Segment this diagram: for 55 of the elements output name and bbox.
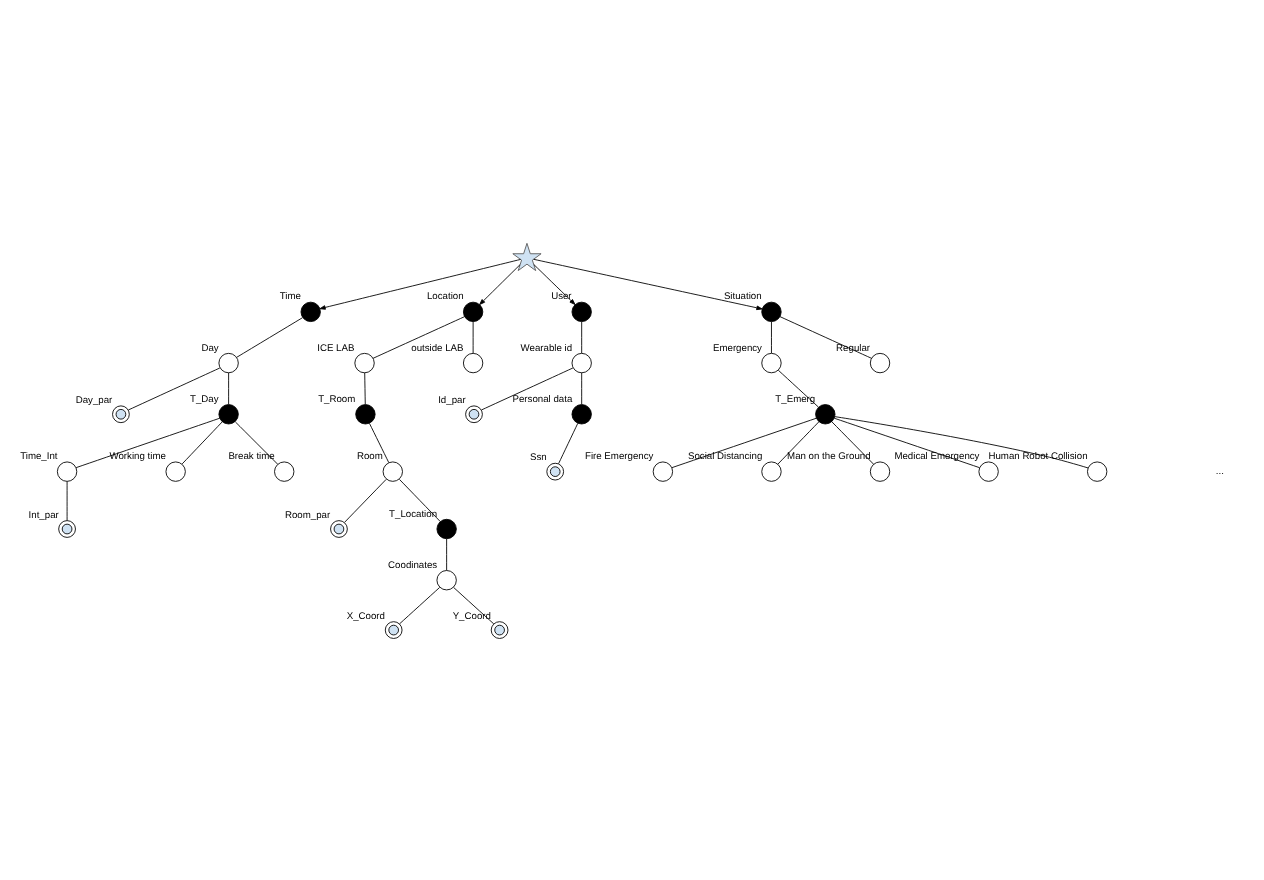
node-circle — [56, 460, 78, 481]
connector — [66, 480, 68, 520]
connector — [399, 585, 441, 624]
node-circle — [300, 300, 321, 322]
connector — [372, 315, 466, 358]
connector — [558, 421, 579, 463]
connector — [181, 420, 223, 464]
node-circle — [165, 460, 186, 481]
connector — [446, 537, 448, 570]
connector — [453, 585, 495, 624]
connector — [777, 368, 819, 407]
connector — [834, 415, 1089, 468]
node-circle — [869, 351, 891, 373]
connector — [779, 315, 872, 358]
node-circle — [571, 351, 592, 373]
node-circle — [274, 460, 295, 481]
node-circle — [761, 351, 782, 373]
connector — [581, 371, 583, 404]
connector — [671, 416, 817, 468]
connector — [75, 416, 221, 468]
connector — [771, 320, 772, 353]
arrow — [533, 257, 763, 310]
node-star — [512, 241, 542, 270]
node-circle — [436, 517, 457, 539]
node-circle — [761, 460, 782, 481]
connector — [369, 421, 390, 462]
arrow — [533, 263, 576, 304]
connector — [581, 320, 583, 353]
arrow — [479, 263, 521, 304]
node-circle — [462, 351, 484, 373]
node-circle — [218, 351, 239, 373]
connector — [127, 366, 221, 410]
connector — [833, 416, 980, 468]
node-circle — [354, 351, 375, 373]
node-circle — [355, 403, 376, 424]
connector — [235, 420, 279, 464]
connector — [228, 371, 230, 404]
node-circle — [978, 460, 999, 481]
arrow — [319, 258, 521, 309]
connector — [481, 366, 574, 410]
node-circle — [218, 403, 239, 424]
connector — [236, 316, 303, 357]
connector — [777, 420, 820, 464]
connector — [472, 320, 474, 353]
node-circle — [1087, 460, 1108, 481]
node-circle — [436, 569, 457, 590]
node-circle — [761, 300, 782, 322]
node-circle — [382, 460, 403, 481]
node-circle — [652, 460, 674, 481]
node-circle — [571, 403, 592, 424]
node-circle — [869, 460, 891, 481]
connector — [364, 371, 366, 404]
connector — [831, 420, 875, 464]
node-circle — [815, 403, 836, 424]
connector — [344, 477, 387, 522]
